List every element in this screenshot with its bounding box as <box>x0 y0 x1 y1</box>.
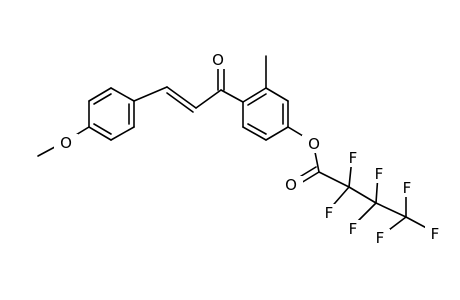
fluorine-label: F <box>431 225 440 243</box>
atom-labels: O O O O F F F F F F F <box>54 51 445 247</box>
bond <box>93 123 112 135</box>
bond <box>195 89 222 109</box>
bond <box>220 89 244 103</box>
bond <box>133 86 168 102</box>
fluorine-label: F <box>375 165 384 183</box>
methoxy-oxygen-label: O <box>60 134 72 152</box>
bond <box>88 126 112 141</box>
carbonyl-oxygen-label: O <box>212 51 224 69</box>
bond <box>247 93 267 106</box>
ester-oxygen-label: O <box>308 135 320 153</box>
ester-carbonyl-oxygen-label: O <box>285 176 297 194</box>
bond <box>318 171 350 188</box>
bond <box>93 93 112 105</box>
bond <box>88 87 112 102</box>
bond <box>110 126 135 141</box>
bond <box>265 126 289 141</box>
bond <box>242 87 267 103</box>
bonds <box>37 55 435 237</box>
fluorine-label: F <box>349 220 358 238</box>
fluorine-label: F <box>403 179 412 197</box>
bond <box>247 123 267 135</box>
bond <box>265 87 289 102</box>
bond <box>166 86 197 109</box>
bond <box>375 202 407 218</box>
fluorine-label: F <box>325 204 334 222</box>
bond <box>348 186 377 204</box>
bond <box>166 92 194 113</box>
bond <box>110 87 135 102</box>
fluorine-label: F <box>349 149 358 167</box>
bond <box>242 126 267 141</box>
fluorine-label: F <box>376 229 385 247</box>
